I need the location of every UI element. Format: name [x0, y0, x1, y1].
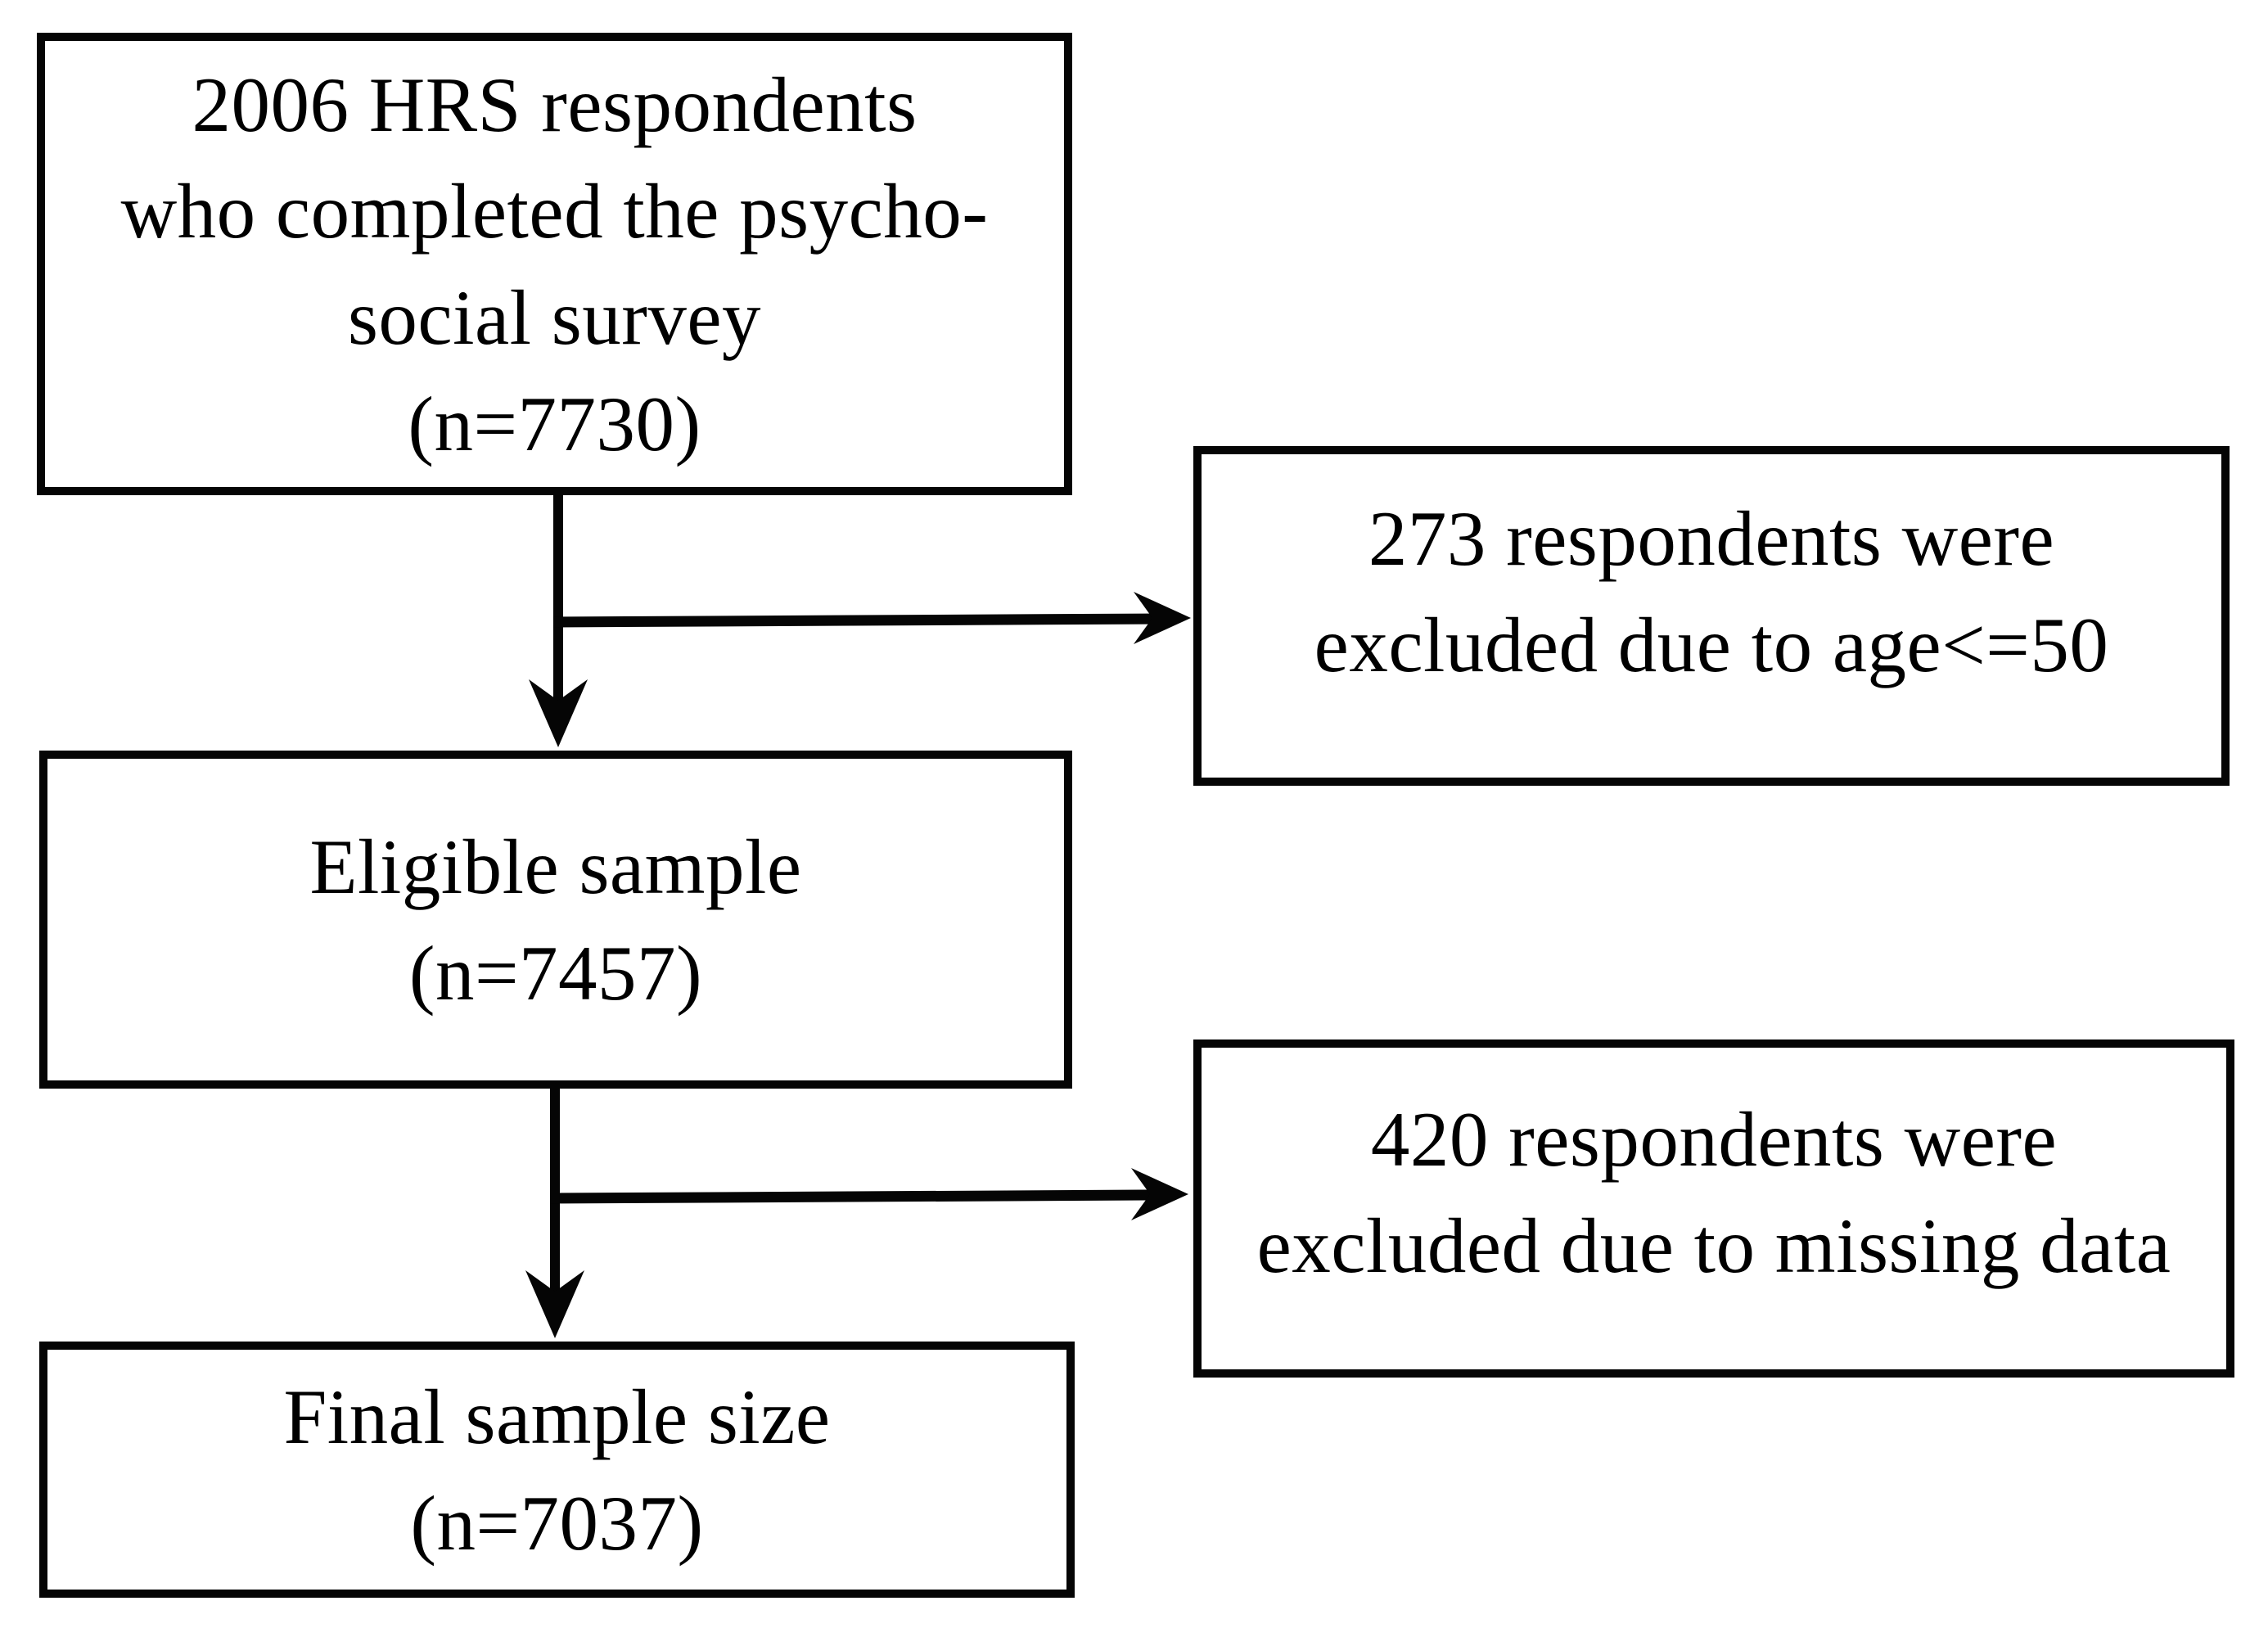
- arrow-branch-excluded-missing-head: [1131, 1168, 1188, 1220]
- node-eligible-sample: Eligible sample (n=7457): [39, 751, 1072, 1089]
- node-text-line: (n=7730): [408, 380, 701, 467]
- node-text-line: social survey: [347, 273, 762, 361]
- node-final-sample: Final sample size (n=7037): [39, 1342, 1075, 1598]
- node-excluded-age: 273 respondents were excluded due to age…: [1193, 446, 2230, 786]
- node-survey-respondents: 2006 HRS respondents who completed the p…: [37, 33, 1072, 495]
- node-text-line: 273 respondents were: [1368, 494, 2055, 582]
- node-text-line: (n=7457): [408, 929, 703, 1017]
- arrow-eligible-to-final-head: [525, 1270, 584, 1338]
- node-text-line: Eligible sample: [309, 823, 802, 910]
- arrow-branch-excluded-age-line: [552, 613, 1157, 628]
- node-text-line: excluded due to age<=50: [1314, 601, 2109, 688]
- node-text-line: (n=7037): [410, 1479, 704, 1567]
- node-text-line: 420 respondents were: [1370, 1095, 2058, 1183]
- arrow-branch-excluded-age-head: [1134, 592, 1191, 644]
- arrow-survey-to-eligible-head: [529, 679, 588, 747]
- node-excluded-missing: 420 respondents were excluded due to mis…: [1193, 1039, 2234, 1378]
- node-text-line: excluded due to missing data: [1256, 1202, 2171, 1289]
- node-text-line: who completed the psycho-: [120, 167, 989, 255]
- arrow-branch-excluded-missing-line: [549, 1189, 1153, 1204]
- node-text-line: 2006 HRS respondents: [192, 61, 918, 148]
- node-text-line: Final sample size: [283, 1373, 831, 1460]
